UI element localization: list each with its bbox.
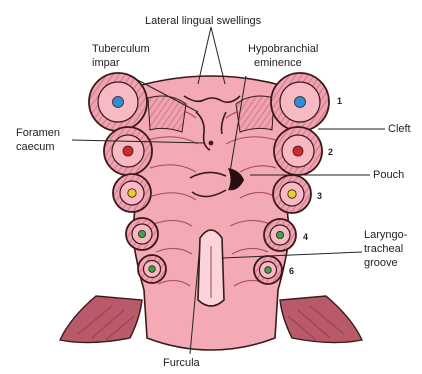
arch-1-dot-left: [113, 97, 124, 108]
label-foramen-caecum-line2: caecum: [16, 141, 55, 153]
arch-2-dot-left: [123, 146, 133, 156]
left-arch-4: [126, 218, 158, 250]
right-arch-4: [264, 219, 296, 251]
arch-6-dot-right: [265, 267, 272, 274]
label-furcula: Furcula: [163, 357, 201, 369]
label-cleft: Cleft: [388, 123, 411, 135]
label-lateral-lingual-swellings: Lateral lingual swellings: [145, 15, 262, 27]
arch-number-6: 6: [289, 266, 294, 276]
arch-4-dot-right: [276, 231, 283, 238]
right-arch-3: [273, 175, 311, 213]
arch-number-4: 4: [303, 232, 308, 242]
arch-6-dot-left: [149, 266, 156, 273]
label-hypobranchial-line1: Hypobranchial: [248, 43, 318, 55]
left-arch-1: [89, 73, 147, 131]
arch-number-3: 3: [317, 191, 322, 201]
label-pouch: Pouch: [373, 169, 404, 181]
label-laryngotracheal-line2: tracheal: [364, 243, 403, 255]
left-arch-6: [138, 255, 166, 283]
label-laryngotracheal-line3: groove: [364, 257, 398, 269]
arch-2-dot-right: [293, 146, 303, 156]
arch-3-dot-left: [128, 189, 136, 197]
label-hypobranchial-line2: eminence: [254, 57, 302, 69]
left-arch-2: [104, 127, 152, 175]
arch-number-1: 1: [337, 96, 342, 106]
label-tuberculum-impar-line1: Tuberculum: [92, 43, 150, 55]
label-laryngotracheal-line1: Laryngo-: [364, 229, 408, 241]
right-arch-6: [254, 256, 282, 284]
right-arch-2: [274, 127, 322, 175]
foramen-caecum-pit: [209, 141, 214, 146]
left-lateral-lobe: [148, 96, 186, 132]
right-arch-1: [271, 73, 329, 131]
label-tuberculum-impar-line2: impar: [92, 57, 120, 69]
label-foramen-caecum-line1: Foramen: [16, 127, 60, 139]
arch-4-dot-left: [138, 230, 145, 237]
arch-3-dot-right: [288, 190, 296, 198]
arch-number-2: 2: [328, 147, 333, 157]
arch-1-dot-right: [295, 97, 306, 108]
left-arch-3: [113, 174, 151, 212]
